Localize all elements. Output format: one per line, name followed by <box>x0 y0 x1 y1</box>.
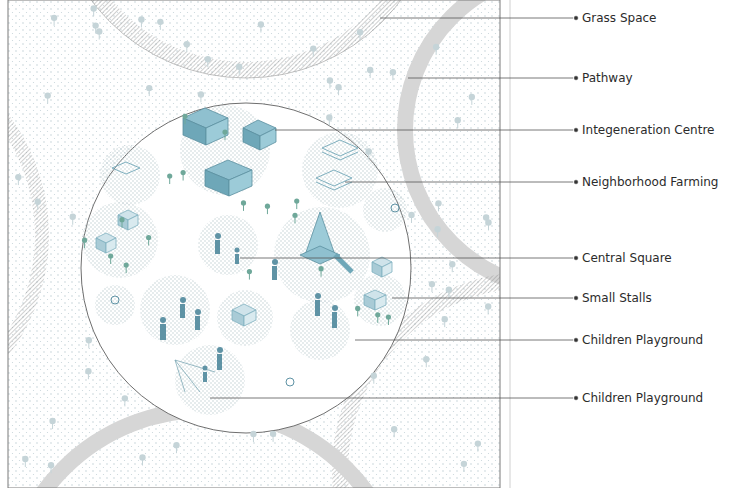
callout-label: Grass Space <box>580 11 658 25</box>
intergeneration-buildings <box>183 108 276 196</box>
small-stalls <box>96 210 392 326</box>
callout-label: Children Playground <box>580 333 705 347</box>
people <box>111 204 399 386</box>
central-circle <box>81 103 411 433</box>
playground-structure <box>175 212 352 392</box>
callout-label: Central Square <box>580 251 674 265</box>
farming-plots <box>112 140 358 190</box>
callout-label: Pathway <box>580 71 635 85</box>
leader-lines <box>210 16 578 400</box>
zone-circles <box>82 105 407 415</box>
callout-label: Small Stalls <box>580 291 654 305</box>
trees <box>15 5 492 473</box>
site-frame <box>8 0 500 488</box>
callout-label: Integeneration Centre <box>580 123 716 137</box>
callout-label: Children Playground <box>580 391 705 405</box>
pathway-bands <box>8 0 500 488</box>
callout-label: Neighborhood Farming <box>580 175 720 189</box>
